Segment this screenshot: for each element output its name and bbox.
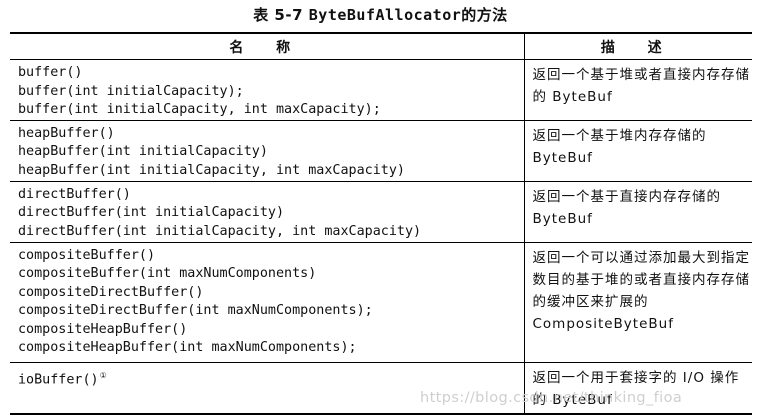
- table-row: compositeBuffer() compositeBuffer(int ma…: [10, 242, 752, 363]
- table-caption: 表 5-7 ByteBufAllocator的方法: [0, 4, 761, 25]
- method-signature: ioBuffer(): [18, 371, 99, 387]
- caption-prefix: 表 5-7: [253, 6, 304, 24]
- method-description: 返回一个基于堆内存存储的 ByteBuf: [532, 127, 707, 166]
- caption-suffix: 的方法: [461, 6, 508, 24]
- method-signature: compositeBuffer(int maxNumComponents): [18, 266, 317, 281]
- method-description: 返回一个基于直接内存存储的 ByteBuf: [532, 188, 721, 227]
- method-signature: buffer(int initialCapacity, int maxCapac…: [18, 102, 381, 117]
- method-signature: compositeDirectBuffer(): [18, 284, 204, 300]
- method-signature: compositeHeapBuffer(): [18, 321, 188, 337]
- method-description: 返回一个可以通过添加最大到指定数目的基于堆的或者直接内存存储的缓冲区来扩展的 C…: [532, 249, 750, 332]
- table-header-row: 名 称 描 述: [10, 32, 752, 60]
- method-description: 返回一个用于套接字的 I/O 操作的 ByteBuf: [532, 369, 740, 408]
- method-signature: compositeDirectBuffer(int maxNumComponen…: [18, 303, 373, 318]
- method-cell: directBuffer() directBuffer(int initialC…: [10, 181, 525, 243]
- header-name: 名 称: [10, 32, 525, 60]
- method-signature: heapBuffer(int initialCapacity): [18, 144, 268, 159]
- method-signature: directBuffer(): [18, 186, 131, 202]
- description-cell: 返回一个基于堆或者直接内存存储的 ByteBuf: [524, 59, 752, 121]
- description-cell: 返回一个基于堆内存存储的 ByteBuf: [524, 120, 752, 182]
- method-signature: directBuffer(int initialCapacity, int ma…: [18, 223, 422, 239]
- method-signature: heapBuffer(int initialCapacity, int maxC…: [18, 162, 405, 178]
- method-signature: compositeBuffer(): [18, 247, 156, 263]
- table-row: buffer() buffer(int initialCapacity); bu…: [10, 59, 752, 121]
- method-cell: buffer() buffer(int initialCapacity); bu…: [10, 59, 525, 121]
- methods-table: 名 称 描 述 buffer() buffer(int initialCapac…: [10, 32, 752, 415]
- method-signature-with-footnote: ioBuffer()①: [18, 367, 524, 390]
- caption-class-name: ByteBufAllocator: [308, 6, 462, 24]
- header-description: 描 述: [524, 32, 752, 60]
- blog-watermark: https://blog.csdn.net/thinking_fioa: [420, 390, 683, 406]
- method-signature: heapBuffer(): [18, 125, 115, 141]
- method-signature: buffer(int initialCapacity);: [18, 83, 244, 99]
- method-cell: compositeBuffer() compositeBuffer(int ma…: [10, 242, 525, 363]
- table-row: heapBuffer() heapBuffer(int initialCapac…: [10, 120, 752, 182]
- description-cell: 返回一个可以通过添加最大到指定数目的基于堆的或者直接内存存储的缓冲区来扩展的 C…: [524, 242, 752, 363]
- method-signature: compositeHeapBuffer(int maxNumComponents…: [18, 340, 357, 355]
- method-cell: heapBuffer() heapBuffer(int initialCapac…: [10, 120, 525, 182]
- method-signature: directBuffer(int initialCapacity): [18, 205, 285, 220]
- method-description: 返回一个基于堆或者直接内存存储的 ByteBuf: [532, 67, 750, 105]
- description-cell: 返回一个基于直接内存存储的 ByteBuf: [524, 181, 752, 243]
- table-row: ioBuffer()① 返回一个用于套接字的 I/O 操作的 ByteBuf: [10, 362, 752, 415]
- description-cell: 返回一个用于套接字的 I/O 操作的 ByteBuf: [524, 362, 752, 415]
- table-row: directBuffer() directBuffer(int initialC…: [10, 181, 752, 243]
- footnote-marker: ①: [99, 370, 107, 380]
- method-cell: ioBuffer()①: [10, 362, 525, 415]
- method-signature: buffer(): [18, 65, 83, 80]
